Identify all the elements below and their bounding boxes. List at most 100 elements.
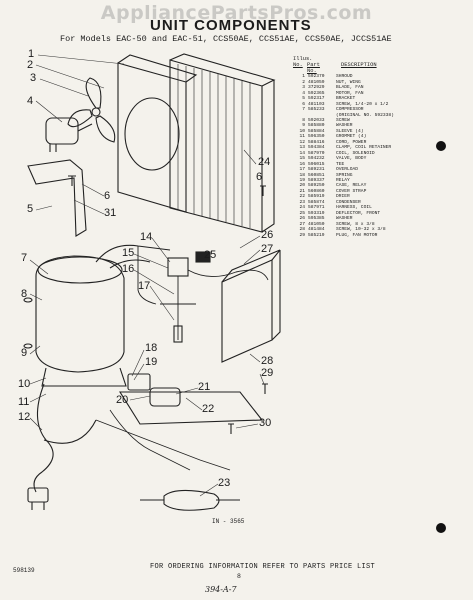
callout-27: 27: [261, 243, 274, 255]
bracket-part: [27, 159, 87, 237]
page-subtitle: For Models EAC-50 and EAC-51, CCS50AE, C…: [60, 34, 392, 44]
callout-12: 12: [18, 411, 31, 423]
punch-hole-bottom: [436, 523, 446, 533]
parts-row-part-number: 585884: [308, 128, 325, 134]
relay-case-part: [149, 387, 181, 407]
parts-row-description: COIL, SOLENOID: [336, 150, 375, 156]
parts-row-number: 1: [302, 74, 305, 80]
parts-row-number: 2: [302, 79, 305, 85]
callout-24: 24: [258, 156, 271, 168]
page-number: 8: [237, 573, 241, 580]
parts-row-number: 3: [302, 85, 305, 91]
front-deflector-part: [221, 249, 281, 363]
parts-row-description: OVERLOAD: [336, 167, 359, 173]
parts-row-part-number: 560851: [308, 172, 325, 178]
parts-row-part-number: 585874: [308, 199, 325, 205]
parts-row-description: SCREW, 8 x 3/8: [336, 221, 375, 227]
parts-row-description: CASE, RELAY: [336, 183, 367, 189]
parts-row-part-number: 589250: [308, 183, 325, 189]
parts-row-part-number: 587971: [308, 205, 325, 211]
parts-row-description: WASHER: [336, 216, 353, 222]
parts-row-description: DRIER: [336, 194, 350, 200]
parts-row-part-number: 585919: [308, 194, 325, 200]
col-illus-header: Illus.: [293, 56, 313, 62]
punch-hole-top: [436, 141, 446, 151]
callout-18: 18: [145, 342, 158, 354]
callout-6-left: 6: [104, 190, 111, 202]
parts-row-number: 25: [299, 210, 305, 216]
parts-row-number: 13: [299, 145, 305, 151]
parts-row-description: SLEEVE (4): [336, 128, 364, 134]
parts-row-description: VALVE, BODY: [336, 156, 367, 162]
parts-row-number: 7: [302, 107, 305, 113]
parts-row-part-number: 595385: [308, 216, 325, 222]
callout-17: 17: [138, 280, 151, 292]
parts-row-number: 11: [299, 134, 305, 140]
parts-row-part-number: 592370: [308, 74, 325, 80]
parts-row-number: 28: [299, 227, 305, 233]
callout-10: 10: [18, 378, 31, 390]
callout-22: 22: [202, 403, 215, 415]
callout-28: 28: [261, 355, 274, 367]
parts-row-part-number: 585219: [308, 232, 325, 238]
parts-row-description: PLUG, FAN MOTOR: [336, 232, 378, 238]
parts-row-number: 27: [299, 221, 305, 227]
parts-row-part-number: 594384: [308, 145, 325, 151]
ordering-note: FOR ORDERING INFORMATION REFER TO PARTS …: [150, 563, 376, 571]
parts-row-part-number: 589337: [308, 178, 325, 184]
parts-row-part-number: 372929: [308, 85, 325, 91]
fan-motor-part: [45, 117, 93, 152]
document-id: 598139: [13, 567, 35, 574]
parts-row-number: 12: [299, 139, 305, 145]
callout-11: 11: [18, 396, 30, 408]
parts-row-number: 5: [302, 96, 305, 102]
parts-row-number: 15: [299, 156, 305, 162]
parts-row-part-number: 481103: [308, 101, 325, 107]
parts-row-number: 22: [299, 194, 305, 200]
power-cord-part: [27, 383, 97, 510]
parts-row-part-number: 594232: [308, 156, 325, 162]
callout-6-right: 6: [256, 171, 263, 183]
parts-row-number: 24: [299, 205, 305, 211]
parts-row-description: SCREW, 10-32 x 3/8: [336, 227, 386, 233]
parts-row-part-number: 592317: [308, 96, 325, 102]
parts-row-description: NUT, WING: [336, 79, 361, 85]
parts-row-part-number: 592365: [308, 90, 325, 96]
col-description-header: DESCRIPTION: [341, 62, 377, 68]
parts-row-description: COMPRESSOR: [336, 107, 364, 113]
col-no-header: No.: [293, 62, 303, 69]
parts-row-part-number: 592033: [308, 118, 325, 124]
fan-blade-part: [67, 77, 116, 143]
parts-row-number: 23: [299, 199, 305, 205]
parts-row-part-number: 585880: [308, 123, 325, 129]
parts-list-row: (ORIGINAL NO. 592338): [293, 113, 458, 118]
callout-19: 19: [145, 356, 158, 368]
parts-row-description: WASHER: [336, 123, 353, 129]
parts-row-description: CORD, POWER: [336, 139, 367, 145]
parts-row-number: 21: [299, 188, 305, 194]
parts-row-description: DEFLECTOR, FRONT: [336, 210, 381, 216]
col-part-header: Part No.: [307, 62, 320, 75]
page-title: UNIT COMPONENTS: [150, 17, 312, 34]
parts-row-part-number: 596015: [308, 161, 325, 167]
callout-5: 5: [27, 203, 34, 215]
callout-26: 26: [261, 229, 274, 241]
parts-row-description: HARNESS, COIL: [336, 205, 372, 211]
